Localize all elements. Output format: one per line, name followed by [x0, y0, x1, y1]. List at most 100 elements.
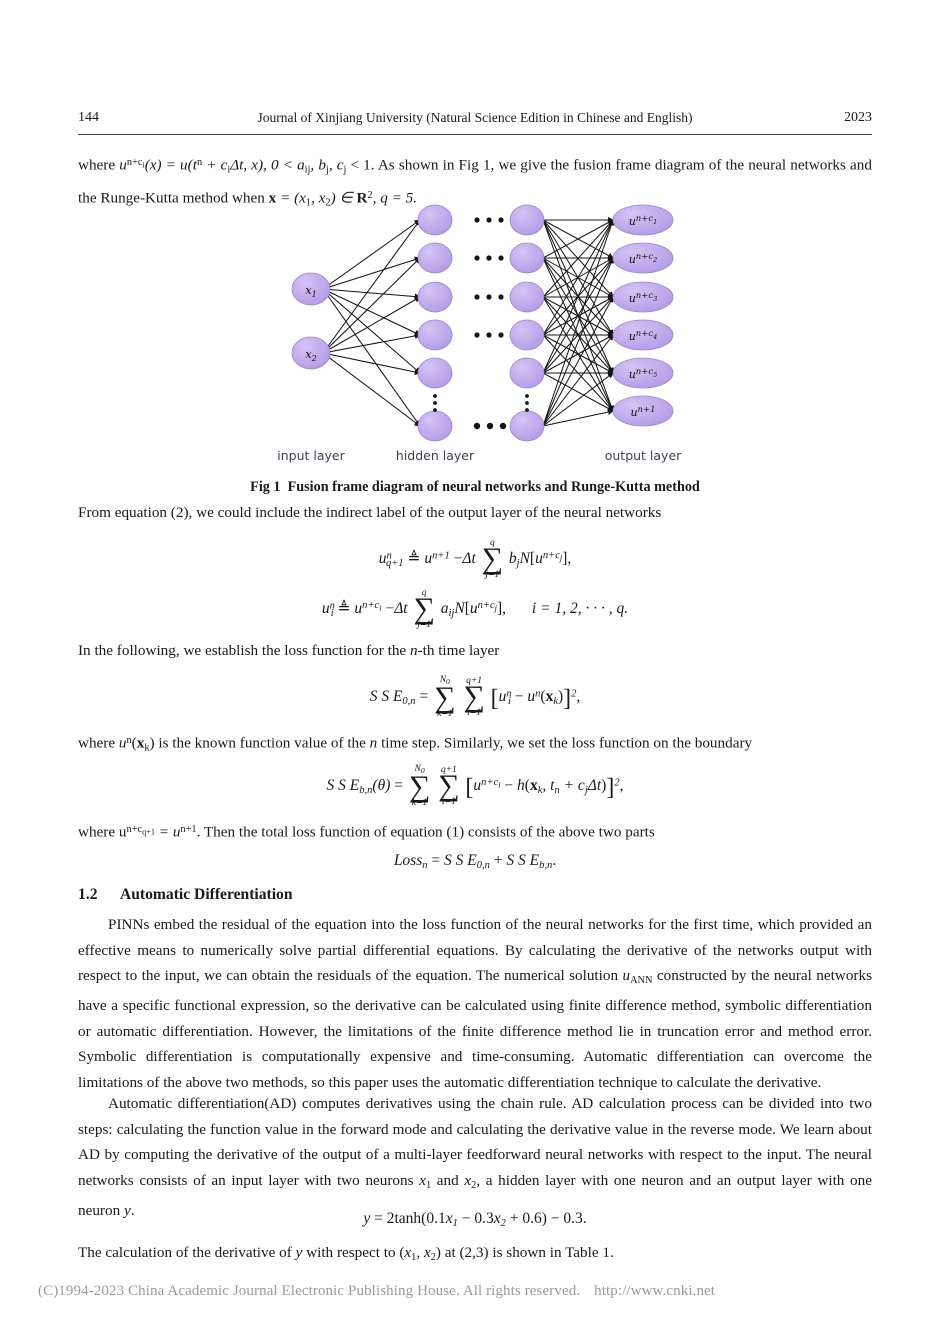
eq-lhs-sub: b,n	[359, 785, 373, 797]
math-y: y	[123, 1201, 131, 1219]
hidden-node[interactable]	[417, 410, 453, 442]
paragraph-text: where un+ci(x) = u(tn + ciΔt, x), 0 < ai…	[78, 150, 872, 216]
eq-operator-N: N	[519, 550, 530, 568]
hidden-node[interactable]	[509, 357, 545, 389]
math-x1: x	[404, 1244, 412, 1261]
paragraph-sse0-explanation: where un(xk) is the known function value…	[78, 728, 872, 761]
cnki-url: http://www.cnki.net	[594, 1283, 716, 1299]
hidden-node[interactable]	[417, 319, 453, 351]
equation-sse-bn: S S Eb,n(θ) = N0 ∑ k=1 q+1 ∑ i=1 [un+ci …	[78, 764, 872, 809]
figure-caption-text: Fusion frame diagram of neural networks …	[287, 479, 700, 495]
math-frag7: , x	[311, 189, 326, 207]
hidden-node[interactable]	[417, 204, 453, 236]
x1-sub: 1	[312, 290, 317, 299]
eq-operator-N: N	[454, 600, 465, 618]
neural-network-svg: x1 x2	[277, 204, 682, 463]
frag3: .	[130, 1201, 135, 1219]
equation-u-q-plus-1: unq+1 ≜ un+1 −Δt q ∑ j=1 bjN[un+cj],	[78, 538, 872, 581]
paragraph-loss-intro: In the following, we establish the loss …	[78, 638, 872, 664]
o5-supsub: 5	[653, 371, 657, 379]
eq-arg-base: u	[535, 550, 543, 568]
hidden-node[interactable]	[509, 242, 545, 274]
summation-operator-inner: q+1 ∑ i=1	[463, 676, 484, 719]
hidden-node[interactable]	[417, 357, 453, 389]
math-sub6: 1	[305, 197, 312, 209]
hidden-node[interactable]	[417, 281, 453, 313]
math-x1: x	[419, 1171, 426, 1189]
hidden-node[interactable]	[509, 204, 545, 236]
eq-paren-close: )	[601, 777, 607, 795]
equation-loss: Lossn = S S E0,n + S S Eb,n.	[78, 852, 872, 871]
o1-sup: n+c	[636, 214, 654, 224]
o3-supsub: 3	[653, 295, 657, 303]
summation-operator: q ∑ j=1	[413, 588, 434, 631]
text-frag2: < 1. As shown in Fig 1, we give the fusi…	[78, 156, 872, 207]
output-node-2[interactable]	[612, 242, 674, 274]
eq-t-term: , t	[542, 777, 555, 795]
output-node-5[interactable]	[612, 357, 674, 389]
output-layer-nodes: un+c1 un+c2 un+c3 un+c4 un+c5	[612, 204, 674, 427]
hidden-node[interactable]	[509, 410, 545, 442]
hidden-layers-horizontal-ellipses	[473, 217, 507, 430]
frag3: . Then the total loss function of equati…	[196, 823, 655, 841]
eq-lhs-base: u	[321, 600, 330, 618]
frag2: = u	[154, 823, 181, 841]
input-node-x2[interactable]	[291, 336, 331, 370]
math-u-ann: u	[622, 967, 631, 984]
o2-supsub: 2	[652, 256, 657, 264]
eq-minus: −	[504, 777, 514, 795]
eq-t1-supsub: i	[498, 779, 501, 790]
eq-relation: ≜	[337, 600, 351, 618]
eq-relation: ≜	[407, 550, 421, 568]
input-node-x1[interactable]	[291, 272, 331, 306]
eq-lhs-base: u	[378, 550, 387, 568]
eq-comma: ,	[619, 777, 624, 795]
frag: PINNs embed the residual of the equation…	[78, 916, 872, 984]
eq-vector-x-sub: k	[537, 785, 543, 797]
equation-sse-0n: S S E0,n = N0 ∑ k=1 q+1 ∑ i=1 [uni − un(…	[78, 675, 872, 720]
x1-base: x	[305, 284, 312, 297]
input-layer-label: input layer	[277, 448, 345, 463]
o1-supsub: 1	[653, 218, 657, 226]
eq-vector-x: x	[529, 777, 538, 795]
eq-paren-open: (	[524, 777, 530, 795]
eq-term1-base: u	[424, 550, 433, 568]
eq-coef: a	[440, 600, 449, 618]
equation-y-tanh: y = 2tanh(0.1x1 − 0.3x2 + 0.6) − 0.3.	[78, 1210, 872, 1229]
output-node-1[interactable]	[612, 204, 674, 236]
math-frag4: , b	[310, 156, 326, 174]
summation-operator-outer: N0 ∑ k=1	[434, 675, 455, 720]
hidden-node[interactable]	[509, 281, 545, 313]
eq-t1-base: u	[498, 688, 507, 706]
hidden-node[interactable]	[417, 242, 453, 274]
sigma-glyph: ∑	[481, 542, 504, 575]
figure-caption: Fig 1 Fusion frame diagram of neural net…	[78, 479, 872, 496]
math-frag6: = (x	[276, 189, 306, 207]
hidden-node[interactable]	[509, 319, 545, 351]
eq-vector-x: x	[545, 688, 554, 706]
output-node-3[interactable]	[612, 281, 674, 313]
sigma-glyph: ∑	[438, 769, 460, 803]
output-layer-label: output layer	[605, 448, 682, 463]
eq-equals: =	[431, 852, 441, 869]
eq-delta-t: Δt	[394, 600, 408, 618]
math-frag8: ) ∈	[330, 189, 357, 207]
eq-arg-supsub: j	[559, 552, 563, 563]
publication-year: 2023	[844, 110, 872, 125]
math-frag3: Δt, x), 0 < a	[230, 156, 305, 174]
eq-lhs: S S E	[369, 688, 403, 706]
eq-tanh: tanh	[394, 1210, 422, 1227]
frag-supsub: q+1	[142, 827, 155, 837]
output-node-4[interactable]	[612, 319, 674, 351]
math-y: y	[295, 1244, 303, 1261]
input-node-x2-label: x2	[305, 348, 316, 363]
eq-comma: ,	[576, 688, 581, 706]
output-node-6[interactable]	[612, 395, 674, 427]
paragraph-text: PINNs embed the residual of the equation…	[78, 912, 872, 1095]
sigma-glyph: ∑	[463, 680, 485, 714]
frag: The calculation of the derivative of	[78, 1244, 296, 1261]
o4-sup: n+c	[636, 329, 654, 339]
eq-arg-supsub: j	[494, 602, 497, 613]
math-sup2: n	[196, 157, 203, 168]
